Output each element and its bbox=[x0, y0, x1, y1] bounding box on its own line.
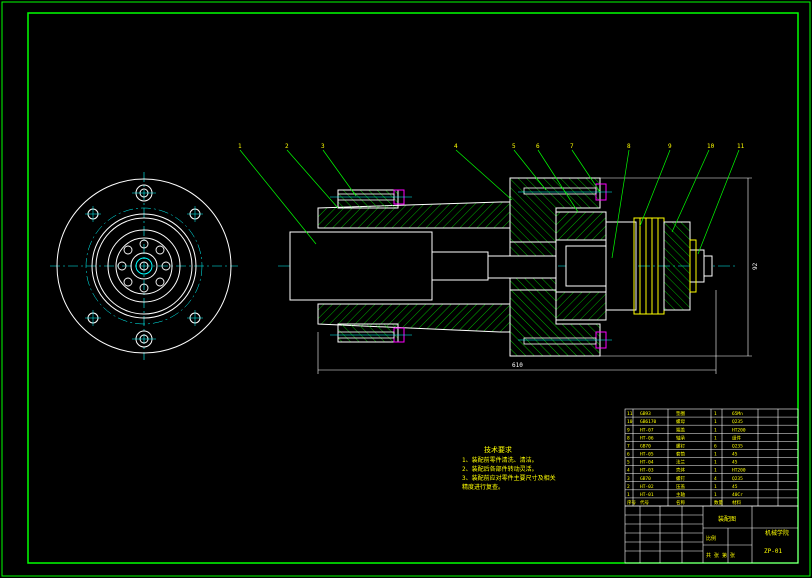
bom-cell-code: GB93 bbox=[640, 411, 651, 417]
bom-cell-no: 8 bbox=[627, 435, 630, 441]
dimensions bbox=[317, 177, 752, 374]
end-view bbox=[50, 172, 238, 360]
bom-cell-material: 40Cr bbox=[732, 492, 743, 498]
bom-cell-material: HT200 bbox=[732, 468, 746, 474]
bom-cell-no: 9 bbox=[627, 427, 630, 433]
tech-item-2: 2、装配后各部件转动灵活。 bbox=[462, 465, 538, 473]
bom-cell-qty: 1 bbox=[714, 419, 717, 425]
bom-cell-code: HT-02 bbox=[640, 484, 654, 490]
title-scale-label: 比例 bbox=[706, 535, 716, 542]
bom-cell-code: HT-05 bbox=[640, 452, 654, 458]
bom-cell-material: Q235 bbox=[732, 419, 743, 425]
tech-requirements: 技术要求 1、装配前零件清洗、清洁。 2、装配后各部件转动灵活。 3、装配前应对… bbox=[462, 445, 556, 491]
dim-overall-length: 610 bbox=[512, 362, 523, 369]
bom-header-name: 名称 bbox=[676, 499, 685, 506]
bom-header-material: 材料 bbox=[732, 499, 741, 506]
bom-cell-code: HT-04 bbox=[640, 460, 654, 466]
bom-cell-code: HT-07 bbox=[640, 427, 654, 433]
balloon-7: 7 bbox=[570, 143, 574, 150]
tech-item-4: 精度进行复查。 bbox=[462, 483, 504, 491]
bom-cell-code: GB70 bbox=[640, 476, 651, 482]
bom-cell-name: 套筒 bbox=[676, 451, 685, 458]
title-drawing-name: 装配图 bbox=[718, 515, 736, 523]
bom-cell-material: 组件 bbox=[732, 434, 741, 441]
bom-cell-qty: 1 bbox=[714, 460, 717, 466]
bom-cell-qty: 1 bbox=[714, 468, 717, 474]
bom-cell-no: 3 bbox=[627, 476, 630, 482]
bom-cell-no: 1 bbox=[627, 492, 630, 498]
bom-cell-material: 45 bbox=[732, 460, 738, 466]
bom-cell-name: 压盖 bbox=[676, 483, 685, 490]
bom-cell-qty: 1 bbox=[714, 452, 717, 458]
bom-cell-name: 螺母 bbox=[676, 418, 685, 425]
bom-cell-name: 壳体 bbox=[676, 467, 685, 474]
balloon-10: 10 bbox=[707, 143, 715, 150]
balloon-11: 11 bbox=[737, 143, 745, 150]
bom-cell-name: 轴承 bbox=[676, 434, 685, 441]
bom-header-qty: 数量 bbox=[714, 499, 723, 506]
bom-cell-material: HT200 bbox=[732, 427, 746, 433]
bom-cell-qty: 1 bbox=[714, 435, 717, 441]
bom-cell-material: 65Mn bbox=[732, 411, 743, 417]
bom-cell-no: 5 bbox=[627, 460, 630, 466]
tech-item-1: 1、装配前零件清洗、清洁。 bbox=[462, 456, 538, 464]
bom-cell-qty: 6 bbox=[714, 443, 717, 449]
bom-cell-no: 10 bbox=[627, 419, 633, 425]
bom-cell-name: 螺钉 bbox=[676, 442, 685, 449]
balloon-9: 9 bbox=[668, 143, 672, 150]
bom-cell-qty: 1 bbox=[714, 411, 717, 417]
bom-cell-no: 4 bbox=[627, 468, 630, 474]
balloon-1: 1 bbox=[238, 143, 242, 150]
bom-cell-material: 45 bbox=[732, 484, 738, 490]
section-view bbox=[278, 177, 735, 357]
balloon-8: 8 bbox=[627, 143, 631, 150]
title-company: 机械学院 bbox=[765, 529, 789, 537]
tech-item-3: 3、装配前应对零件主要尺寸及相关 bbox=[462, 474, 556, 482]
bom-cell-material: Q235 bbox=[732, 443, 743, 449]
bom-cell-code: HT-01 bbox=[640, 492, 654, 498]
bom-cell-name: 法兰 bbox=[676, 459, 685, 466]
bom-cell-material: Q235 bbox=[732, 476, 743, 482]
bom-cell-name: 垫圈 bbox=[676, 410, 685, 417]
bom-cell-no: 11 bbox=[627, 411, 633, 417]
dim-overall-height: 92 bbox=[752, 262, 759, 270]
bom-cell-name: 螺钉 bbox=[676, 475, 685, 482]
balloon-5: 5 bbox=[512, 143, 516, 150]
leader-lines bbox=[239, 149, 740, 259]
tech-title: 技术要求 bbox=[484, 445, 512, 454]
balloon-3: 3 bbox=[321, 143, 325, 150]
bom-cell-qty: 1 bbox=[714, 484, 717, 490]
bom-cell-qty: 1 bbox=[714, 427, 717, 433]
title-block bbox=[624, 505, 799, 564]
bom-cell-name: 主轴 bbox=[676, 491, 685, 498]
bom-cell-code: HT-06 bbox=[640, 435, 654, 441]
bom-cell-no: 6 bbox=[627, 452, 630, 458]
title-drawing-no: ZP-01 bbox=[764, 548, 782, 555]
bom-cell-code: GB6170 bbox=[640, 419, 657, 425]
balloon-4: 4 bbox=[454, 143, 458, 150]
bom-cell-name: 端盖 bbox=[676, 426, 685, 433]
bom-cell-no: 7 bbox=[627, 443, 630, 449]
part-balloons: 1 2 3 4 5 6 7 8 9 10 11 bbox=[238, 143, 745, 150]
balloon-6: 6 bbox=[536, 143, 540, 150]
balloon-2: 2 bbox=[285, 143, 289, 150]
bom-header-code: 代号 bbox=[640, 499, 649, 506]
bom-cell-code: GB70 bbox=[640, 443, 651, 449]
bom-cell-code: HT-03 bbox=[640, 468, 654, 474]
bom-cell-material: 45 bbox=[732, 452, 738, 458]
bom-cell-no: 2 bbox=[627, 484, 630, 490]
bom-cell-qty: 1 bbox=[714, 492, 717, 498]
title-sheet-label: 共 张 第 张 bbox=[706, 552, 735, 559]
bom-cell-qty: 4 bbox=[714, 476, 717, 482]
bom-header-no: 序号 bbox=[627, 499, 636, 506]
